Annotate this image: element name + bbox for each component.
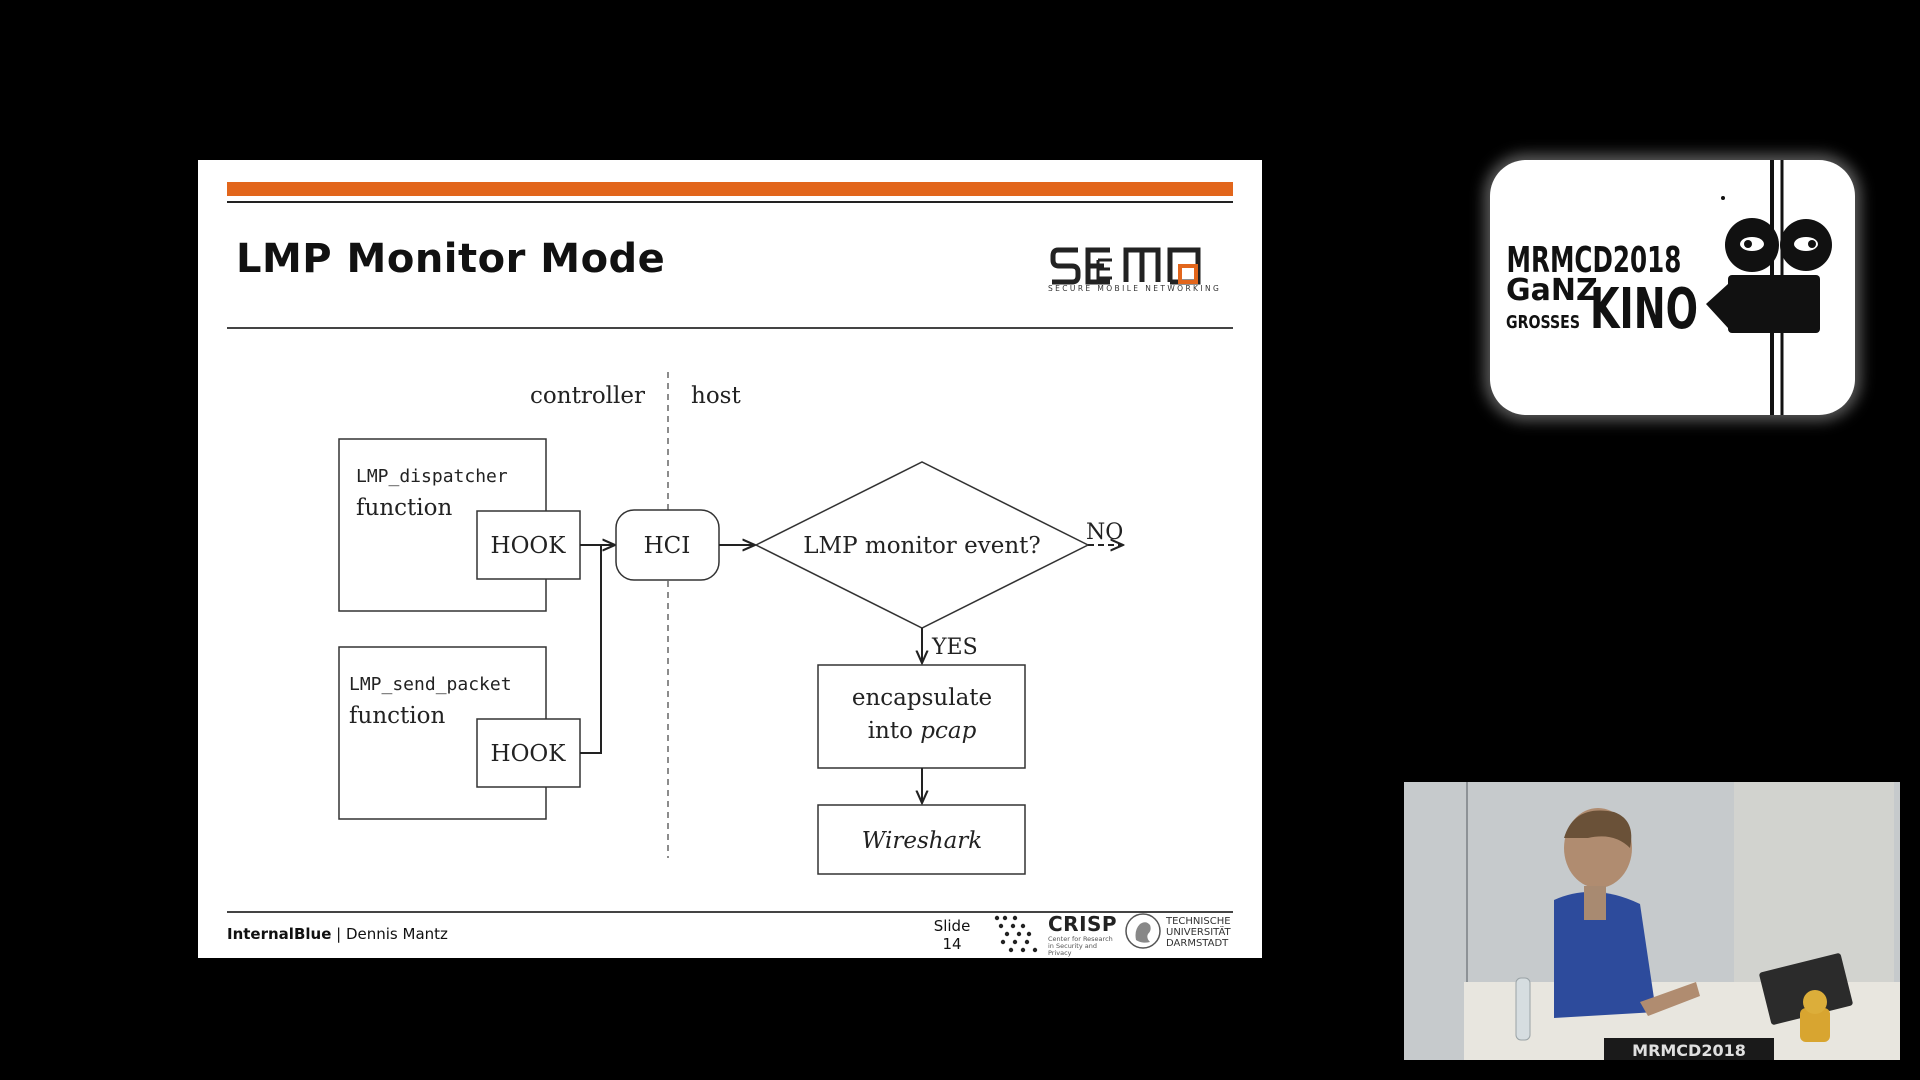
encapsulate-line2: into pcap [868, 718, 977, 744]
crisp-dots-icon [994, 915, 1038, 953]
slide-title: LMP Monitor Mode [236, 236, 666, 282]
hci-label: HCI [644, 533, 691, 559]
wireshark-label: Wireshark [862, 828, 982, 854]
no-label: NO [1086, 520, 1123, 545]
event-logo-art: MRMCD2018 GaNZ GROSSES KINO [1506, 160, 1832, 415]
crisp-line1: Center for Research [1048, 935, 1113, 943]
event-logo-line2b: KINO [1590, 277, 1698, 342]
encapsulate-line2-prefix: into [868, 718, 921, 744]
footer-slide-number: Slide 14 [924, 917, 980, 953]
hook-label-send-packet: HOOK [491, 741, 567, 767]
slide-accent-bar [227, 182, 1233, 196]
dispatcher-function-word: function [356, 495, 452, 521]
crisp-logo: CRISP Center for Research in Security an… [1048, 912, 1118, 957]
send-packet-function-name: LMP_send_packet [349, 674, 512, 695]
seemoo-tagline: SECURE MOBILE NETWORKING [1048, 284, 1222, 293]
footer-slide-value: 14 [942, 935, 962, 953]
movie-camera-icon [1706, 160, 1832, 415]
event-logo-line1: MRMCD2018 [1507, 240, 1682, 282]
footer-rule [227, 911, 1233, 913]
speaker-camera-scene: MRMCD2018 [1404, 782, 1900, 1060]
tud-line2: UNIVERSITÄT [1166, 927, 1231, 938]
encapsulate-line1: encapsulate [852, 685, 992, 711]
decision-label: LMP monitor event? [803, 533, 1040, 559]
footer-project: InternalBlue [227, 925, 332, 943]
crisp-name: CRISP [1048, 912, 1118, 936]
slide-title-rule [227, 327, 1233, 329]
label-controller: controller [530, 383, 645, 409]
tud-line1: TECHNISCHE [1166, 916, 1231, 927]
encapsulate-line2-italic: pcap [920, 718, 976, 744]
wireshark-box [817, 804, 1026, 875]
footer-credit: InternalBlue | Dennis Mantz [227, 925, 448, 943]
connector-hook2-hci [580, 545, 602, 754]
label-host: host [691, 383, 741, 409]
hook-box-send-packet [476, 718, 581, 788]
hook-box-dispatcher [476, 510, 581, 580]
seemoo-logo [1050, 247, 1201, 285]
event-logo: MRMCD2018 GaNZ GROSSES KINO [1490, 160, 1855, 415]
tu-darmstadt-seal-icon [1125, 913, 1161, 949]
event-logo-line3: GROSSES [1506, 312, 1580, 333]
presentation-slide: LMP Monitor Mode SECURE MOBILE NETWORKIN… [198, 160, 1262, 958]
dispatcher-function-name: LMP_dispatcher [356, 466, 508, 487]
send-packet-function-word: function [349, 703, 445, 729]
event-logo-line2a: GaNZ [1506, 273, 1598, 308]
tu-darmstadt-text: TECHNISCHE UNIVERSITÄT DARMSTADT [1166, 916, 1231, 949]
flow-diagram: controller host LMP_dispatcher function … [338, 372, 1262, 875]
hook-label-dispatcher: HOOK [491, 533, 567, 559]
slide-top-rule [227, 201, 1233, 203]
speaker-camera-feed: MRMCD2018 [1404, 782, 1900, 1060]
crisp-line2: in Security and Privacy [1048, 942, 1097, 957]
footer-separator: | [331, 925, 346, 943]
footer-author: Dennis Mantz [345, 925, 448, 943]
tud-line3: DARMSTADT [1166, 938, 1229, 949]
encapsulate-box [817, 664, 1026, 769]
speaker-desk-banner: MRMCD2018 [1632, 1041, 1746, 1060]
yes-label: YES [931, 635, 978, 660]
footer-slide-word: Slide [933, 917, 971, 935]
